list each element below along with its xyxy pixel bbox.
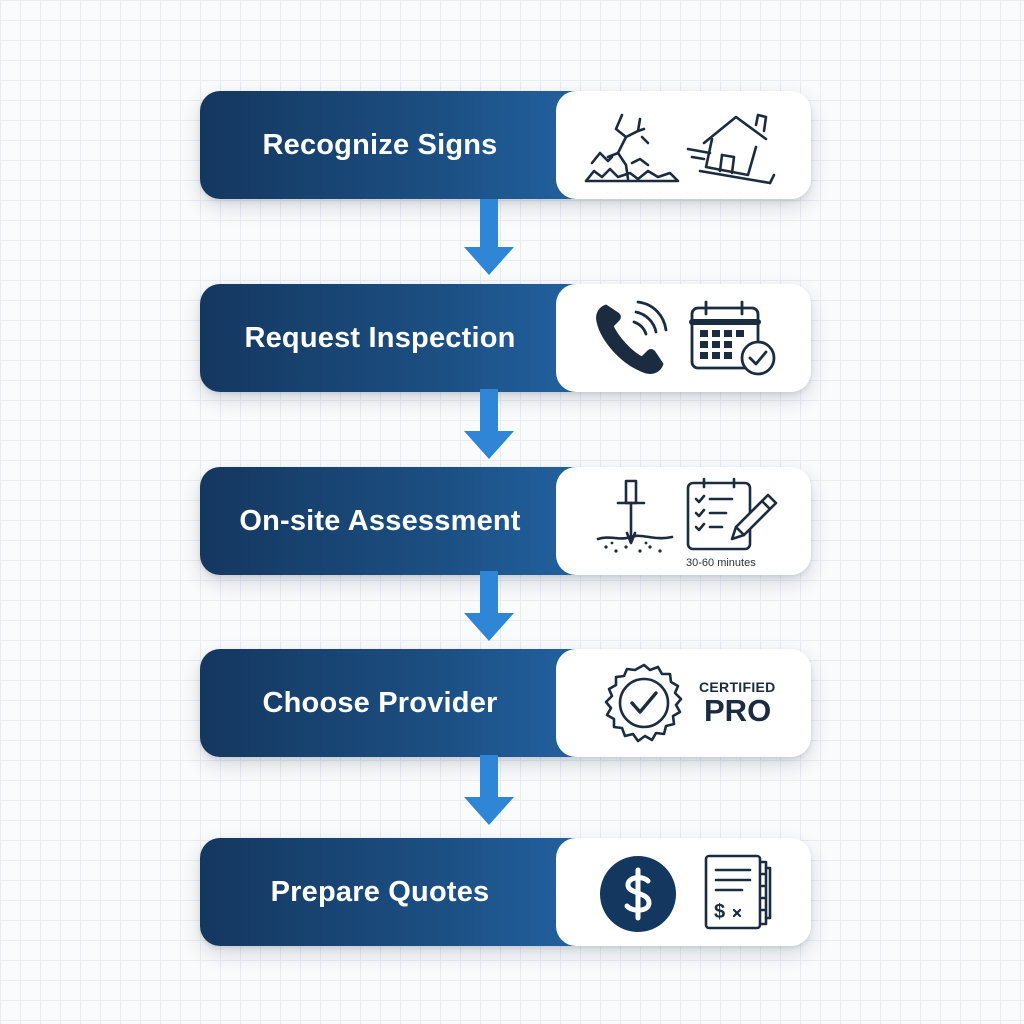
svg-text:$: $ [714,901,725,923]
step-bar [200,838,600,946]
soil-probe-icon [596,477,676,557]
pro-label: PRO [704,693,772,728]
cracked-ground-icon [582,107,682,185]
step-label: On-site Assessment [239,504,521,537]
phone-call-icon [592,298,672,378]
step-bar [200,467,600,575]
step-bar [200,91,600,199]
checklist-pencil-icon [684,475,780,555]
step-icon-panel: CERTIFIED PRO [556,649,811,757]
duration-caption: 30-60 minutes [686,557,756,569]
invoice-icon: $ [702,852,778,932]
certified-label: CERTIFIED [699,679,776,695]
flow-arrow [464,571,514,647]
step-label: Recognize Signs [262,128,498,161]
step-label: Prepare Quotes [270,875,490,908]
flow-arrow [464,199,514,275]
step-icon-panel [556,91,811,199]
calendar-check-icon [688,300,780,380]
certified-badge-icon [598,657,690,749]
step-request-inspection: Request Inspection [200,284,811,392]
tilted-house-icon [686,109,786,187]
step-icon-panel: 30-60 minutes [556,467,811,575]
flow-arrow [464,389,514,465]
flow-arrow [464,755,514,831]
step-choose-provider: Choose Provider CERTIFIED PRO [200,649,811,757]
step-label: Request Inspection [244,321,516,354]
step-icon-panel [556,284,811,392]
dollar-coin-icon [598,854,678,934]
step-prepare-quotes: Prepare Quotes $ [200,838,811,946]
step-recognize-signs: Recognize Signs [200,91,811,199]
step-on-site-assessment: On-site Assessment [200,467,811,575]
step-icon-panel: $ [556,838,811,946]
step-label: Choose Provider [262,686,498,719]
step-bar [200,284,600,392]
step-bar [200,649,600,757]
